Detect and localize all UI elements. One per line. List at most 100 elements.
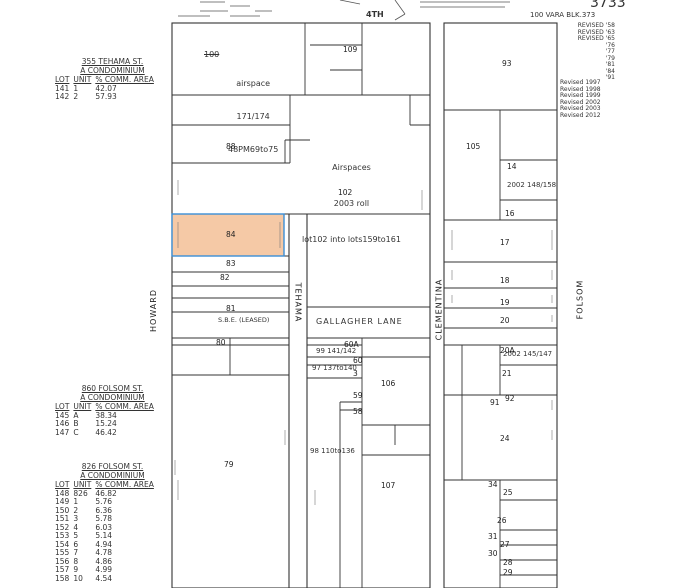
table-cell: 145 <box>55 410 70 420</box>
lot-93[interactable]: 93 <box>502 59 512 68</box>
lot-25[interactable]: 25 <box>503 488 513 497</box>
roll-2002-a: 2002 148/158 <box>507 181 557 189</box>
roll-2002-b: 2002 145/147 <box>503 350 553 358</box>
table-cell: 6 <box>73 539 79 549</box>
col-header: LOT <box>55 402 70 411</box>
lot-81[interactable]: 81 <box>226 304 236 313</box>
revised-line: '81 <box>605 61 615 68</box>
revised-line: '79 <box>605 54 615 62</box>
street-clementina: CLEMENTINA <box>434 278 444 341</box>
airspace-line: 48PM69to75 <box>228 145 279 154</box>
table-cell: 4 <box>73 522 79 532</box>
street-folsom: FOLSOM <box>575 279 585 320</box>
table-cell: 148 <box>55 488 70 498</box>
lot-14[interactable]: 14 <box>507 162 517 171</box>
lot-82[interactable]: 82 <box>220 273 230 282</box>
lot-29[interactable]: 29 <box>503 568 513 577</box>
lot-16[interactable]: 16 <box>505 209 515 218</box>
lot-91[interactable]: 91 <box>490 398 500 407</box>
condo-table-826-folsom: 826 FOLSOM ST. A CONDOMINIUM LOT UNIT % … <box>55 462 170 583</box>
lot-20[interactable]: 20 <box>500 316 510 325</box>
lot-105[interactable]: 105 <box>466 142 481 151</box>
block-outline <box>171 22 558 588</box>
lot-26[interactable]: 26 <box>497 516 507 525</box>
street-tehama: TEHAMA <box>293 282 303 323</box>
lot-3[interactable]: 3 <box>353 369 358 378</box>
lot-88[interactable]: 88 <box>226 142 236 151</box>
lot-83[interactable]: 83 <box>226 259 236 268</box>
lot-107[interactable]: 107 <box>381 481 396 490</box>
header-scribbles <box>178 0 510 21</box>
lot-30[interactable]: 30 <box>488 549 498 558</box>
condo-subtitle: A CONDOMINIUM <box>80 66 145 75</box>
lot-19[interactable]: 19 <box>500 298 510 307</box>
table-cell: 4.99 <box>95 565 113 574</box>
revised-line: REVISED '58 <box>577 22 615 29</box>
table-cell: 157 <box>55 565 70 574</box>
lot-84[interactable]: 84 <box>226 230 236 239</box>
lot-24[interactable]: 24 <box>500 434 510 443</box>
table-cell: C <box>73 427 79 437</box>
condo-table-355-tehama: 355 TEHAMA ST. A CONDOMINIUM LOT UNIT % … <box>55 57 170 102</box>
table-cell: 2 <box>73 92 79 101</box>
lot-21[interactable]: 21 <box>502 369 512 378</box>
condo-title: 860 FOLSOM ST. <box>81 384 144 393</box>
highlighted-parcel-84[interactable] <box>171 213 285 257</box>
col-header: UNIT <box>73 480 92 489</box>
lot-59[interactable]: 59 <box>353 391 363 400</box>
table-cell: B <box>73 419 79 428</box>
revised-block: REVISED '58 REVISED '63 REVISED '65 '76 … <box>565 22 615 82</box>
lot-28[interactable]: 28 <box>503 558 513 567</box>
table-cell: 57.93 <box>95 92 117 101</box>
condo-table-860-folsom: 860 FOLSOM ST. A CONDOMINIUM LOT UNIT % … <box>55 384 170 437</box>
revised-line: Revised 1999 <box>560 92 601 99</box>
table-cell: 3 <box>73 514 79 523</box>
airspace-line: Airspaces <box>332 163 371 172</box>
table-cell: 152 <box>55 522 70 532</box>
table-cell: 5 <box>73 531 79 540</box>
condo-subtitle: A CONDOMINIUM <box>80 471 145 480</box>
lot-34[interactable]: 34 <box>488 480 498 489</box>
dimension-ticks <box>174 180 553 505</box>
lot-18[interactable]: 18 <box>500 276 510 285</box>
airspace-note-1: airspace 171/174 48PM69to75 <box>228 56 278 166</box>
lot-79[interactable]: 79 <box>224 460 234 469</box>
condo-title: 826 FOLSOM ST. <box>81 462 144 471</box>
lot-60[interactable]: 60 <box>353 356 363 365</box>
condo-title: 355 TEHAMA ST. <box>81 57 144 66</box>
table-cell: 46.82 <box>95 488 117 498</box>
table-cell: 4.94 <box>95 539 113 549</box>
table-cell: 155 <box>55 548 70 557</box>
lot-58[interactable]: 58 <box>353 407 363 416</box>
lot-100-crossed: 100 <box>204 50 220 59</box>
lot-80[interactable]: 80 <box>216 338 226 347</box>
lot-106[interactable]: 106 <box>381 379 396 388</box>
revised-line: '84 <box>605 67 615 75</box>
lot-92[interactable]: 92 <box>505 394 515 403</box>
lot-31[interactable]: 31 <box>488 532 498 541</box>
lot-20a[interactable]: 20A <box>500 346 515 355</box>
table-cell: 38.34 <box>95 410 117 420</box>
lot-27[interactable]: 27 <box>500 540 510 549</box>
lot-109[interactable]: 109 <box>343 45 358 54</box>
lot-17[interactable]: 17 <box>500 238 510 247</box>
lot-102[interactable]: 102 <box>338 188 353 197</box>
lot-60a[interactable]: 60A <box>344 340 359 349</box>
table-cell: 10 <box>73 573 83 583</box>
street-gallagher: GALLAGHER LANE <box>316 317 403 326</box>
table-cell: 146 <box>55 419 70 428</box>
table-cell: 5.78 <box>95 514 113 523</box>
col-header: % COMM. AREA <box>95 480 154 489</box>
